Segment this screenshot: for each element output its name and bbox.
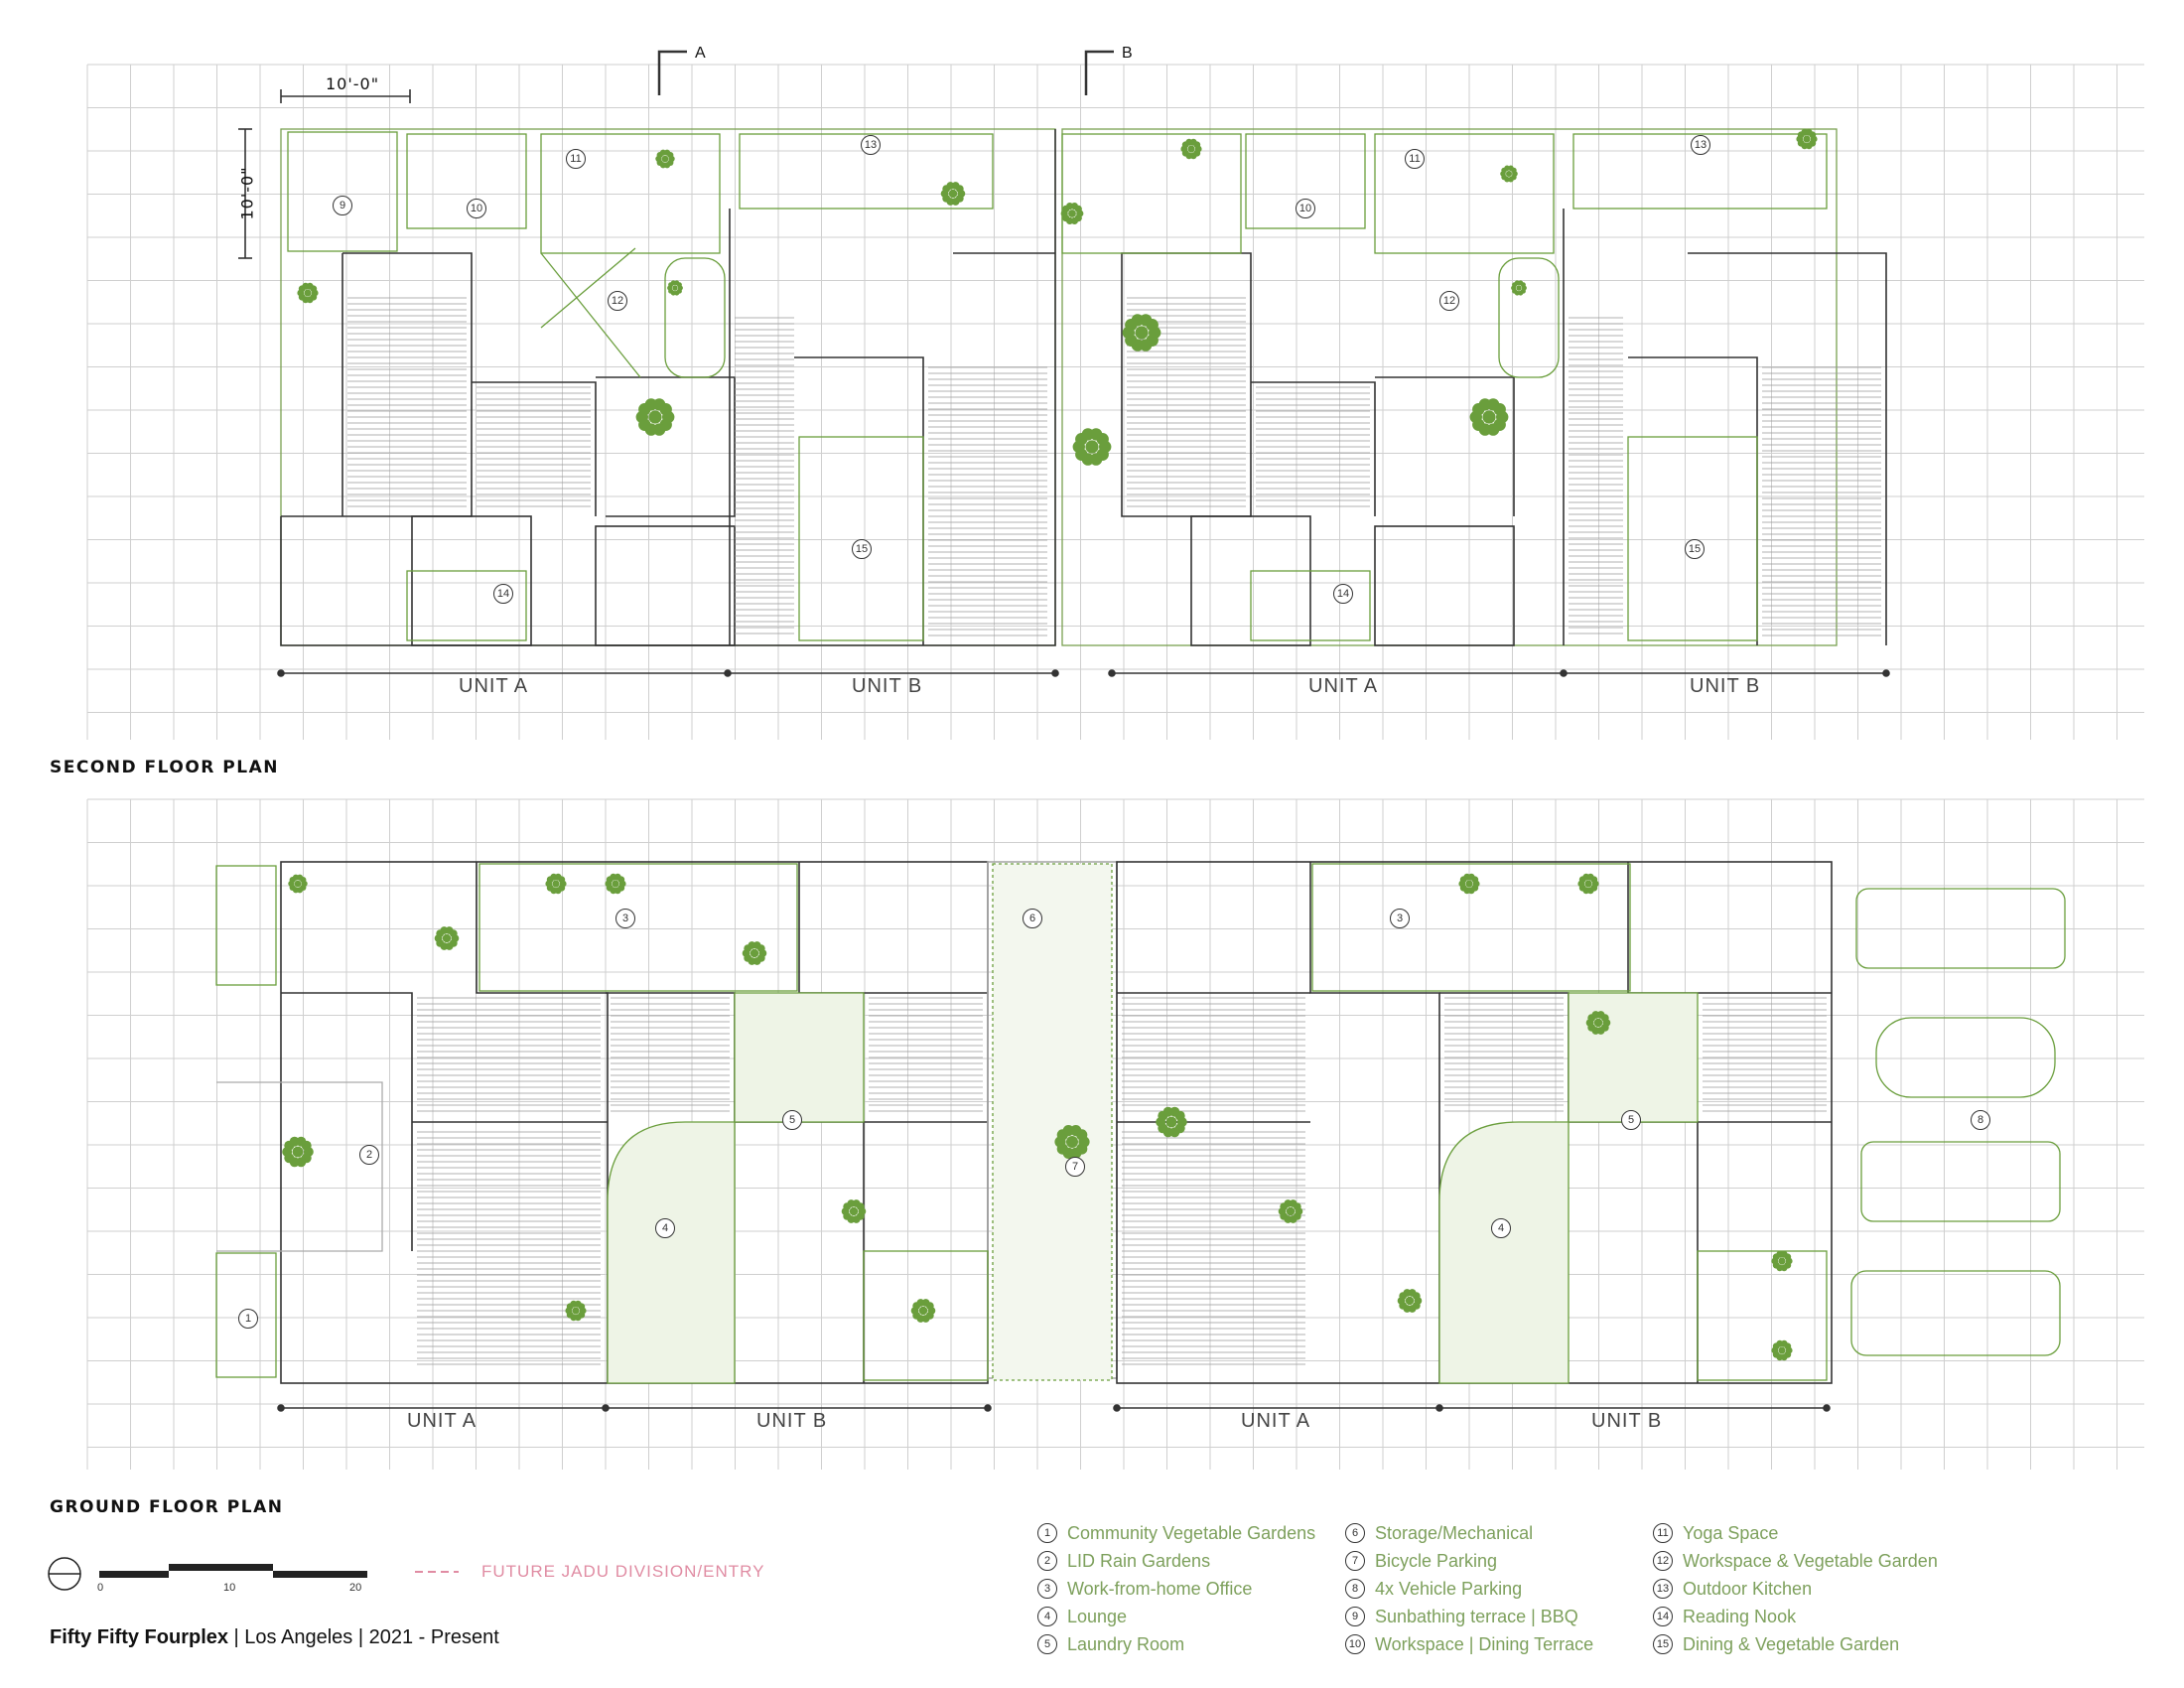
space-number-second_floor-2: 11 xyxy=(566,149,586,169)
ground-floor-unit-b-2: UNIT B xyxy=(1591,1410,1663,1432)
section-marker-b: B xyxy=(1122,45,1133,62)
space-number-ground_floor-16: 4 xyxy=(655,1218,675,1238)
space-number-second_floor-1: 10 xyxy=(467,199,486,218)
legend-label: Workspace & Vegetable Garden xyxy=(1683,1550,1938,1571)
legend-label: Dining & Vegetable Garden xyxy=(1683,1633,1900,1654)
legend-label: Lounge xyxy=(1067,1606,1128,1626)
legend-item-10: 10 Workspace | Dining Terrace xyxy=(1345,1630,1653,1658)
space-number-ground_floor-20: 3 xyxy=(1390,909,1410,928)
legend-number: 9 xyxy=(1345,1607,1365,1626)
legend-number: 5 xyxy=(1037,1634,1057,1654)
second-floor-planting xyxy=(287,128,1828,641)
scale-bar xyxy=(48,1557,367,1591)
legend-label: LID Rain Gardens xyxy=(1067,1550,1211,1571)
second-floor-title: SECOND FLOOR PLAN xyxy=(50,758,279,777)
space-number-ground_floor-17: 5 xyxy=(782,1110,802,1130)
jadu-legend-label: FUTURE JADU DIVISION/ENTRY xyxy=(481,1562,765,1581)
space-number-ground_floor-19: 7 xyxy=(1065,1157,1085,1177)
ground-floor-unit-b-1: UNIT B xyxy=(756,1410,828,1432)
legend-item-11: 11 Yoga Space xyxy=(1653,1519,1971,1547)
legend-label: Yoga Space xyxy=(1683,1522,1779,1543)
legend-item-1: 1 Community Vegetable Gardens xyxy=(1037,1519,1345,1547)
legend-number: 14 xyxy=(1653,1607,1673,1626)
project-title: Fifty Fifty Fourplex | Los Angeles | 202… xyxy=(50,1626,499,1649)
space-number-ground_floor-21: 4 xyxy=(1491,1218,1511,1238)
legend-item-7: 7 Bicycle Parking xyxy=(1345,1547,1653,1575)
legend-number: 8 xyxy=(1345,1579,1365,1599)
ground-floor-grid xyxy=(86,798,2144,1470)
legend: 1 Community Vegetable Gardens 2 LID Rain Ga… xyxy=(1037,1519,2030,1658)
legend-item-14: 14 Reading Nook xyxy=(1653,1603,1971,1630)
legend-label: Work-from-home Office xyxy=(1067,1578,1253,1599)
legend-number: 2 xyxy=(1037,1551,1057,1571)
ground-floor-unit-a-2: UNIT A xyxy=(1241,1410,1311,1432)
space-number-ground_floor-13: 1 xyxy=(238,1309,258,1329)
legend-item-5: 5 Laundry Room xyxy=(1037,1630,1345,1658)
section-marker-a: A xyxy=(695,45,706,62)
space-number-second_floor-11: 14 xyxy=(1333,584,1353,604)
legend-number: 15 xyxy=(1653,1634,1673,1654)
ground-floor-unit-a-1: UNIT A xyxy=(407,1410,478,1432)
space-number-second_floor-12: 15 xyxy=(1685,539,1705,559)
space-number-second_floor-4: 13 xyxy=(861,135,881,155)
space-number-second_floor-5: 14 xyxy=(493,584,513,604)
space-number-ground_floor-23: 8 xyxy=(1971,1110,1990,1130)
legend-item-3: 3 Work-from-home Office xyxy=(1037,1575,1345,1603)
legend-label: Storage/Mechanical xyxy=(1375,1522,1534,1543)
legend-number: 10 xyxy=(1345,1634,1365,1654)
second-floor-unit-a-1: UNIT A xyxy=(459,675,529,697)
legend-label: Outdoor Kitchen xyxy=(1683,1578,1813,1599)
legend-label: Sunbathing terrace | BBQ xyxy=(1375,1606,1578,1626)
legend-number: 7 xyxy=(1345,1551,1365,1571)
second-floor-grid xyxy=(86,64,2144,740)
second-floor-unit-b-2: UNIT B xyxy=(1690,675,1761,697)
space-number-second_floor-0: 9 xyxy=(333,196,352,215)
legend-item-6: 6 Storage/Mechanical xyxy=(1345,1519,1653,1547)
legend-item-2: 2 LID Rain Gardens xyxy=(1037,1547,1345,1575)
space-number-second_floor-9: 11 xyxy=(1405,149,1425,169)
legend-item-13: 13 Outdoor Kitchen xyxy=(1653,1575,1971,1603)
legend-number: 13 xyxy=(1653,1579,1673,1599)
legend-item-8: 8 4x Vehicle Parking xyxy=(1345,1575,1653,1603)
legend-number: 6 xyxy=(1345,1523,1365,1543)
legend-number: 4 xyxy=(1037,1607,1057,1626)
scale-tick-0: 0 xyxy=(97,1582,104,1594)
project-meta: | Los Angeles | 2021 - Present xyxy=(228,1626,499,1648)
scale-tick-20: 20 xyxy=(349,1582,362,1594)
legend-item-12: 12 Workspace & Vegetable Garden xyxy=(1653,1547,1971,1575)
legend-number: 11 xyxy=(1653,1523,1673,1543)
legend-label: Reading Nook xyxy=(1683,1606,1797,1626)
legend-label: 4x Vehicle Parking xyxy=(1375,1578,1523,1599)
second-floor-unit-a-2: UNIT A xyxy=(1308,675,1379,697)
space-number-second_floor-8: 10 xyxy=(1296,199,1315,218)
second-floor-unit-b-1: UNIT B xyxy=(852,675,923,697)
project-name: Fifty Fifty Fourplex xyxy=(50,1626,228,1648)
legend-label: Workspace | Dining Terrace xyxy=(1375,1633,1594,1654)
legend-item-4: 4 Lounge xyxy=(1037,1603,1345,1630)
ground-floor-plan xyxy=(277,861,1833,1412)
space-number-second_floor-7: 13 xyxy=(1691,135,1710,155)
space-number-ground_floor-22: 5 xyxy=(1621,1110,1641,1130)
space-number-ground_floor-14: 2 xyxy=(359,1145,379,1165)
legend-label: Community Vegetable Gardens xyxy=(1067,1522,1316,1543)
legend-number: 1 xyxy=(1037,1523,1057,1543)
space-number-second_floor-10: 12 xyxy=(1439,291,1459,311)
space-number-ground_floor-15: 3 xyxy=(615,909,635,928)
legend-label: Laundry Room xyxy=(1067,1633,1185,1654)
dimension-vertical: 10'-0" xyxy=(237,166,257,220)
legend-number: 12 xyxy=(1653,1551,1673,1571)
space-number-second_floor-3: 12 xyxy=(608,291,627,311)
space-number-second_floor-6: 15 xyxy=(852,539,872,559)
dimension-horizontal: 10'-0" xyxy=(326,74,380,93)
legend-label: Bicycle Parking xyxy=(1375,1550,1498,1571)
ground-floor-planting xyxy=(215,863,2066,1384)
space-number-ground_floor-18: 6 xyxy=(1023,909,1042,928)
legend-item-15: 15 Dining & Vegetable Garden xyxy=(1653,1630,1971,1658)
legend-item-9: 9 Sunbathing terrace | BBQ xyxy=(1345,1603,1653,1630)
ground-floor-title: GROUND FLOOR PLAN xyxy=(50,1497,284,1517)
second-floor-plan xyxy=(238,50,1890,677)
legend-number: 3 xyxy=(1037,1579,1057,1599)
scale-tick-10: 10 xyxy=(223,1582,236,1594)
